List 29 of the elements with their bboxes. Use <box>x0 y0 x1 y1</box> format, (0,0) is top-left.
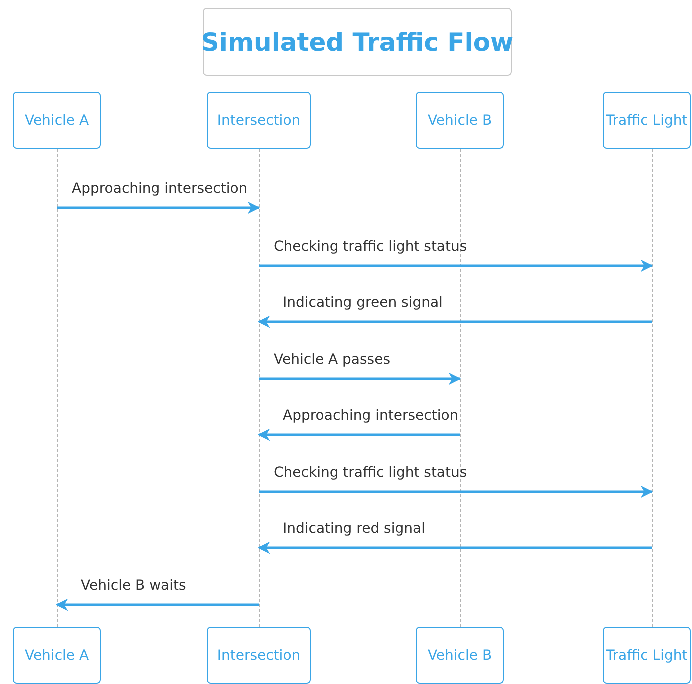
participant-box: Vehicle A <box>13 627 101 684</box>
title-box: Simulated Traffic Flow <box>203 8 512 76</box>
edge-label: Checking traffic light status <box>274 238 468 256</box>
participant-box: Vehicle B <box>416 92 504 149</box>
arrow <box>258 316 652 328</box>
lifeline <box>652 149 653 627</box>
participant-box: Vehicle B <box>416 627 504 684</box>
arrow <box>56 598 259 612</box>
participant-box: Traffic Light <box>603 627 691 684</box>
participant-box: Traffic Light <box>603 92 691 149</box>
edge-label: Approaching intersection <box>283 407 459 425</box>
edge-label: Vehicle B waits <box>81 577 186 595</box>
arrow <box>258 428 460 442</box>
participant-box: Intersection <box>207 627 311 684</box>
arrow <box>259 260 654 272</box>
lifeline <box>57 149 58 627</box>
edge-label: Indicating green signal <box>283 294 443 312</box>
edge-label: Approaching intersection <box>72 180 248 198</box>
participant-box: Vehicle A <box>13 92 101 149</box>
edge-label: Indicating red signal <box>283 520 426 538</box>
arrow <box>259 372 462 386</box>
arrow <box>57 202 260 214</box>
lifeline <box>460 149 461 627</box>
lifeline <box>259 149 260 627</box>
edge-label: Vehicle A passes <box>274 351 391 369</box>
arrow <box>258 542 652 554</box>
edge-label: Checking traffic light status <box>274 464 468 482</box>
arrow <box>259 486 654 498</box>
participant-box: Intersection <box>207 92 311 149</box>
